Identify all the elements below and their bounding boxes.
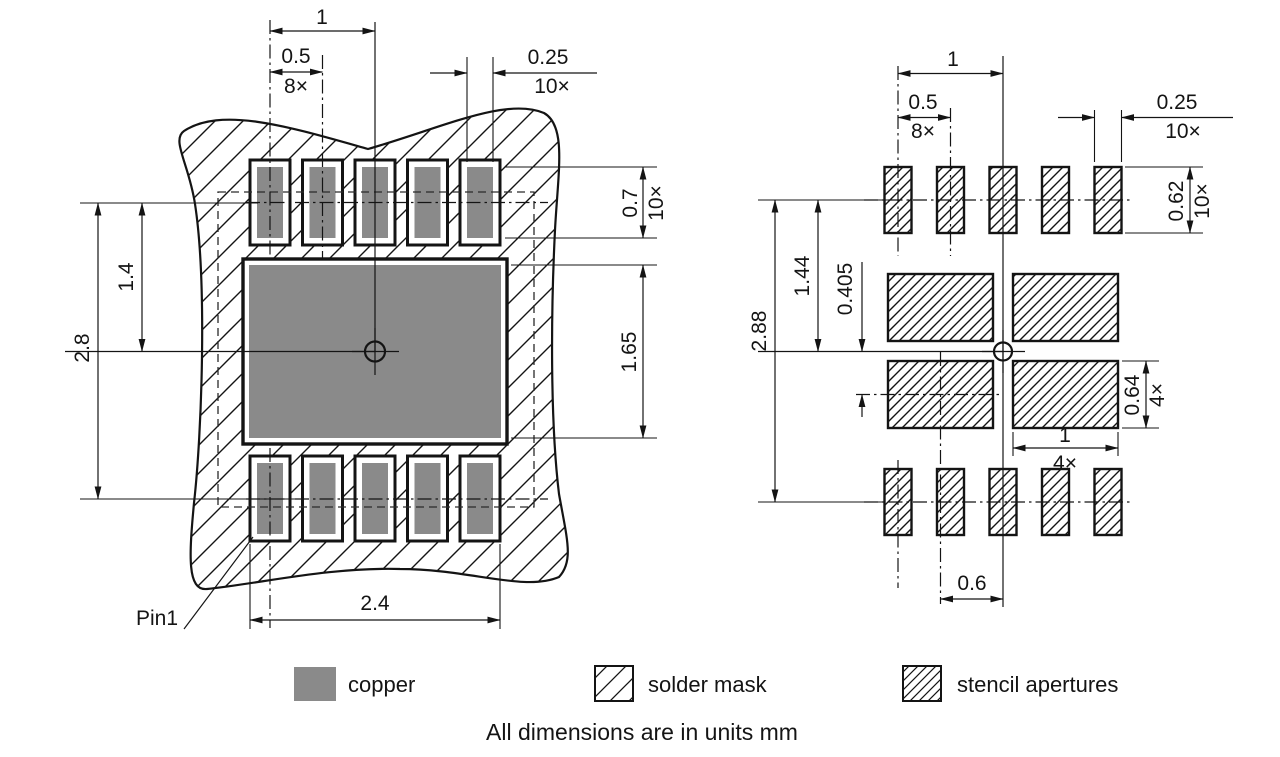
dim-pad-height: 0.7 10×	[505, 166, 668, 239]
dim-center-offset-x: 0.6	[940, 572, 1004, 603]
dim-label: 1.4	[115, 262, 138, 292]
dim-label: 1	[947, 48, 959, 71]
legend: copper solder mask stencil apertures	[294, 665, 1118, 702]
dim-pad-width: 0.25 10×	[430, 46, 597, 162]
dim-count: 10×	[534, 75, 570, 98]
dim-row-span: 2.8	[71, 202, 308, 500]
stencil-aperture	[1011, 359, 1120, 430]
dim-count: 10×	[1191, 183, 1214, 219]
dim-label: 0.62	[1165, 181, 1188, 222]
dim-label: 0.5	[908, 91, 937, 114]
dim-count: 8×	[284, 75, 308, 98]
legend-item-stencil: stencil apertures	[902, 665, 1118, 702]
dim-row-to-center: 1.4	[115, 202, 146, 352]
legend-label-stencil: stencil apertures	[957, 672, 1118, 697]
dim-count: 10×	[645, 185, 668, 221]
dim-row-span: 2.88	[748, 199, 890, 503]
dim-label: 1.44	[791, 255, 814, 296]
dim-row-width: 2.4	[249, 544, 501, 629]
dim-count: 8×	[911, 120, 935, 143]
stencil-aperture	[1011, 272, 1120, 343]
legend-item-copper: copper	[294, 667, 415, 701]
dim-label: 2.8	[71, 333, 94, 362]
dim-pitch: 0.5 8×	[269, 45, 323, 98]
dim-label: 0.25	[1157, 91, 1198, 114]
dim-center-offset-y: 0.405	[834, 262, 866, 417]
dim-label: 0.25	[528, 46, 569, 69]
dim-label: 0.64	[1121, 374, 1144, 415]
origin-crosshair	[352, 328, 399, 375]
stencil-swatch	[902, 665, 942, 702]
dim-label: 1.65	[618, 332, 641, 373]
dim-label: 2.4	[360, 592, 390, 615]
dim-label: 1	[316, 6, 328, 29]
component-outline	[217, 191, 535, 508]
units-note: All dimensions are in units mm	[486, 719, 798, 745]
copper-swatch	[294, 667, 336, 701]
pin1-label: Pin1	[136, 607, 178, 630]
dim-count: 4×	[1146, 383, 1169, 407]
dim-pitch2: 1	[269, 6, 376, 35]
dim-label: 2.88	[748, 311, 771, 352]
origin-crosshair	[982, 330, 1025, 373]
dim-aperture-height: 0.62 10×	[1125, 166, 1214, 234]
solder-mask-swatch	[594, 665, 634, 702]
stencil-view: 1 0.5 8× 0.25 10× 0.62 10× 0.64 4×	[748, 48, 1233, 607]
dim-aperture-width: 0.25 10×	[1058, 91, 1233, 162]
dim-center-aperture-width: 1 4×	[1012, 424, 1119, 475]
dim-center-aperture-height: 0.64 4×	[1121, 360, 1169, 429]
dim-pitch: 0.5 8×	[897, 91, 951, 143]
centerlines	[758, 56, 1130, 607]
legend-label-copper: copper	[348, 672, 415, 697]
stencil-aperture	[886, 272, 995, 343]
stencil-apertures-center	[886, 272, 1120, 430]
dim-label: 0.7	[619, 188, 642, 217]
dim-pitch2: 1	[897, 48, 1004, 77]
dim-label: 0.5	[281, 45, 310, 68]
dim-label: 1	[1059, 424, 1071, 447]
legend-item-solder-mask: solder mask	[594, 665, 768, 702]
dim-label: 0.6	[957, 572, 986, 595]
dim-count: 10×	[1165, 120, 1201, 143]
dim-label: 0.405	[834, 263, 857, 316]
legend-label-solder-mask: solder mask	[648, 672, 768, 697]
copper-mask-view: 1 0.5 8× 0.25 10× 0.7 10× 1.65	[65, 6, 668, 630]
pin1-callout: Pin1	[136, 536, 254, 630]
dim-count: 4×	[1053, 452, 1077, 475]
dim-center-pad-height: 1.65	[511, 264, 657, 439]
dim-row-to-center: 1.44	[791, 199, 822, 352]
